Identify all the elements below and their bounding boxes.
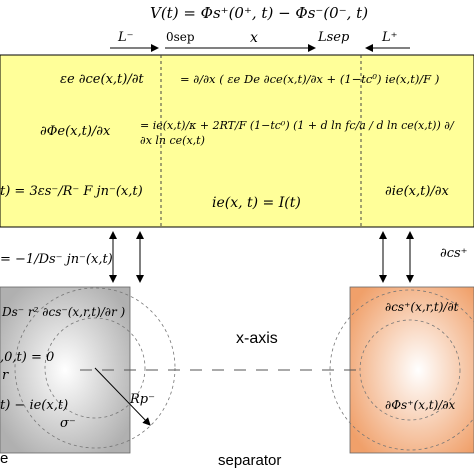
x-variable-label: x xyxy=(250,30,258,46)
anode-length-label: L⁻ xyxy=(118,30,134,45)
cathode-length-label: L⁺ xyxy=(382,30,398,45)
separator-current-eq: ie(x, t) = I(t) xyxy=(212,195,301,211)
electrolyte-region xyxy=(0,54,474,228)
potential-eq-rhs: = ie(x,t)/κ + 2RT/F (1−tc⁰) (1 + d ln fc… xyxy=(140,119,454,147)
potential-eq-lhs: ∂Φe(x,t)/∂x xyxy=(40,124,111,139)
voltage-equation: V(t) = Φs⁺(0⁺, t) − Φs⁻(0⁻, t) xyxy=(150,4,369,22)
anode-radius-arrow xyxy=(94,367,151,426)
separator-label: separator xyxy=(218,452,282,469)
cathode-potential-eq: ∂Φs⁺(x,t)/∂x xyxy=(385,398,456,412)
cathode-particle-box xyxy=(349,286,474,454)
anode-center-bc-r: r xyxy=(2,368,9,383)
anode-region-label: e xyxy=(0,450,9,467)
anode-current-eq: t) = 3εs⁻/R⁻ F jn⁻(x,t) xyxy=(0,184,143,199)
anode-potential-num: t) − ie(x,t) xyxy=(0,398,69,413)
anode-radius-label: Rp⁻ xyxy=(130,392,155,407)
separator-length-label: Lsep xyxy=(318,30,350,45)
anode-flux-bc: = −1/Ds⁻ jn⁻(x,t) xyxy=(0,252,113,267)
cathode-top-fragment: ∂cs⁺ xyxy=(440,246,468,261)
anode-particle-shell-outer xyxy=(14,287,176,449)
cathode-particle-shell-inner xyxy=(359,319,461,421)
cathode-diffusion-eq: ∂cs⁺(x,r,t)/∂t xyxy=(385,300,459,314)
x-axis-label: x-axis xyxy=(236,330,278,347)
anode-particle-shell-inner xyxy=(44,317,146,419)
concentration-eq-lhs: εe ∂ce(x,t)/∂t xyxy=(60,72,144,87)
anode-potential-den: σ⁻ xyxy=(60,416,76,431)
separator-origin-label: 0sep xyxy=(166,30,195,44)
cathode-current-eq: ∂ie(x,t)/∂x xyxy=(385,184,449,199)
anode-diffusion-eq: Ds⁻ r² ∂cs⁻(x,r,t)/∂r ) xyxy=(2,305,126,319)
anode-center-bc: ,0,t) = 0 xyxy=(0,350,55,365)
concentration-eq-rhs: = ∂/∂x ( εe De ∂ce(x,t)/∂x + (1−tc⁰) ie(… xyxy=(180,72,440,86)
